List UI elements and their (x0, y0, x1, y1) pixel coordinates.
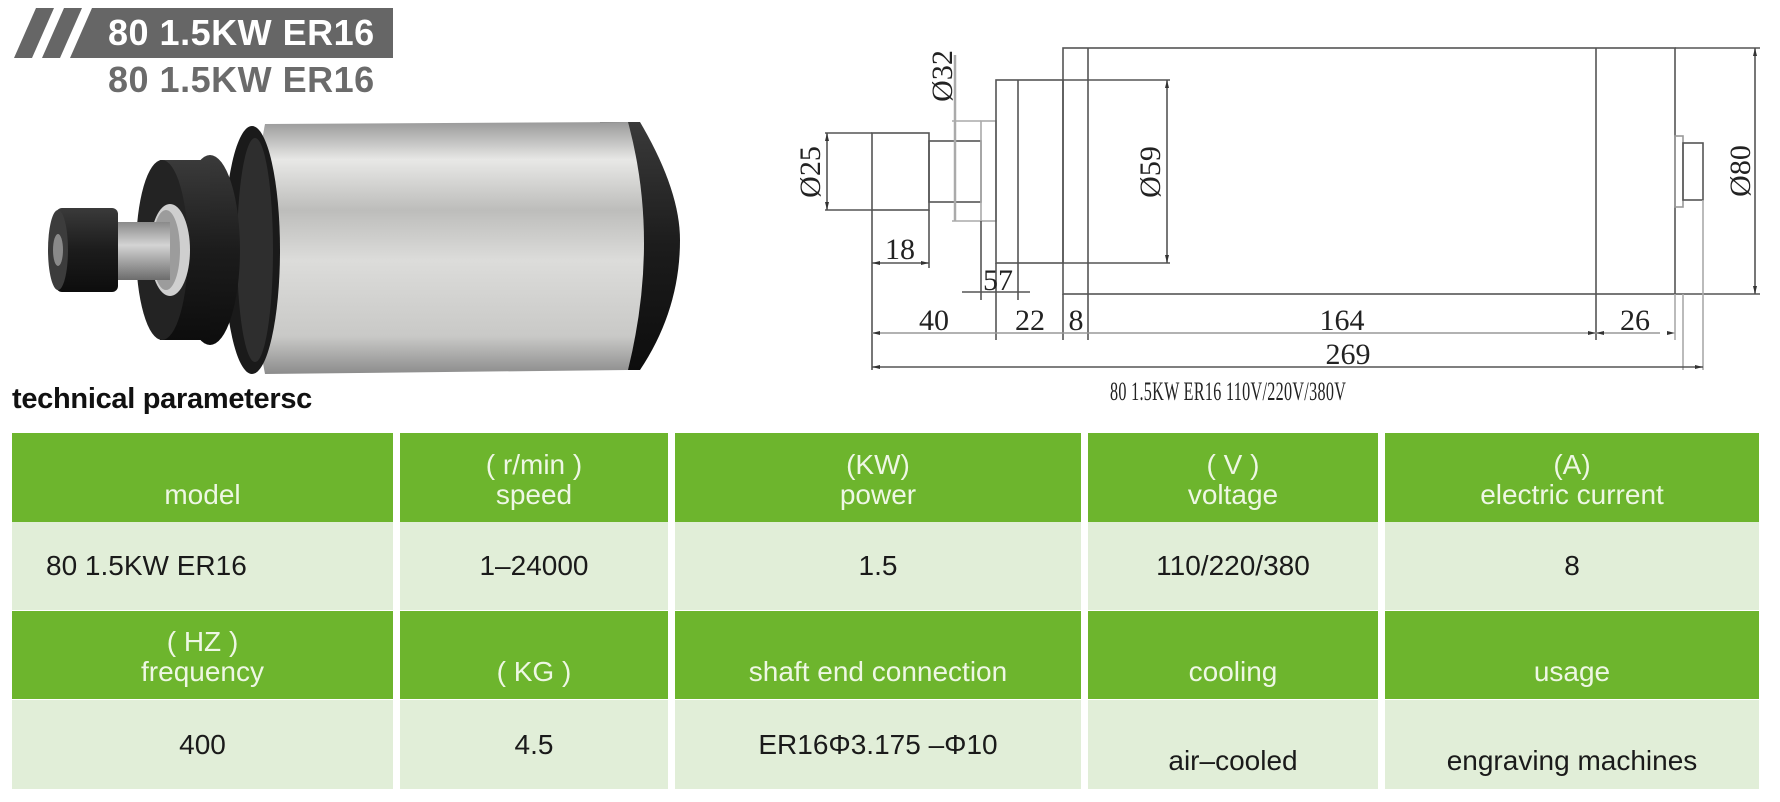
header-current-unit: (A) (1553, 449, 1591, 480)
value-weight: 4.5 (400, 700, 668, 789)
header-frequency-unit: ( HZ ) (166, 626, 239, 657)
header-power-label: power (839, 479, 917, 510)
header-speed-label: speed (495, 479, 573, 510)
dim-22: 22 (1015, 304, 1045, 337)
header-cooling: cooling (1088, 611, 1378, 699)
banner-stripes-icon (14, 8, 82, 58)
header-cooling-label: cooling (1188, 656, 1278, 687)
drawing-caption: 80 1.5KW ER16 110V/220V/380V (1110, 377, 1347, 406)
spindle-motor-image (48, 122, 680, 374)
header-shaft-connection: shaft end connection (675, 611, 1081, 699)
header-current: (A) electric current (1385, 433, 1759, 522)
value-speed: 1–24000 (400, 522, 668, 610)
spec-table: model ( r/min ) speed (KW) power ( V ) v… (12, 433, 1768, 791)
header-power: (KW) power (675, 433, 1081, 522)
banner-title: 80 1.5KW ER16 (108, 12, 375, 53)
value-current: 8 (1385, 522, 1759, 610)
dim-d32: Ø32 (926, 50, 959, 102)
value-frequency: 400 (12, 700, 393, 789)
header-usage: usage (1385, 611, 1759, 699)
header-usage-label: usage (1533, 656, 1611, 687)
technical-drawing: Ø25 Ø32 Ø59 Ø80 18 57 40 22 8 164 26 269 (794, 47, 1760, 371)
dim-d80: Ø80 (1724, 145, 1757, 197)
dim-d59: Ø59 (1134, 146, 1167, 198)
dim-8: 8 (1069, 304, 1084, 337)
header-current-label: electric current (1480, 479, 1664, 510)
header-model: model (12, 433, 393, 522)
header-voltage-label: voltage (1187, 479, 1279, 510)
header-voltage: ( V ) voltage (1088, 433, 1378, 522)
header-speed-unit: ( r/min ) (485, 449, 583, 480)
dim-40: 40 (919, 304, 949, 337)
header-frequency: ( HZ ) frequency (12, 611, 393, 699)
header-weight: ( KG ) (400, 611, 668, 699)
value-model: 80 1.5KW ER16 (12, 522, 393, 610)
header-voltage-unit: ( V ) (1206, 449, 1260, 480)
header-weight-label: ( KG ) (496, 656, 572, 687)
dim-269: 269 (1326, 338, 1371, 371)
value-shaft-connection: ER16Φ3.175 –Φ10 (675, 700, 1081, 789)
dim-18: 18 (885, 233, 915, 266)
value-cooling: air–cooled (1088, 700, 1378, 789)
banner-background (70, 8, 393, 58)
value-voltage: 110/220/380 (1088, 522, 1378, 610)
dim-164: 164 (1320, 304, 1365, 337)
value-usage: engraving machines (1385, 700, 1759, 789)
dim-d25: Ø25 (794, 146, 827, 198)
header-shaft-connection-label: shaft end connection (748, 656, 1008, 687)
value-power: 1.5 (675, 522, 1081, 610)
header-frequency-label: frequency (141, 656, 264, 687)
dim-57: 57 (983, 264, 1013, 297)
header-model-label: model (164, 479, 241, 510)
banner-subtitle: 80 1.5KW ER16 (108, 59, 375, 100)
header-power-unit: (KW) (846, 449, 910, 480)
section-title: technical parametersc (12, 383, 312, 415)
dim-26: 26 (1620, 304, 1650, 337)
header-speed: ( r/min ) speed (400, 433, 668, 522)
